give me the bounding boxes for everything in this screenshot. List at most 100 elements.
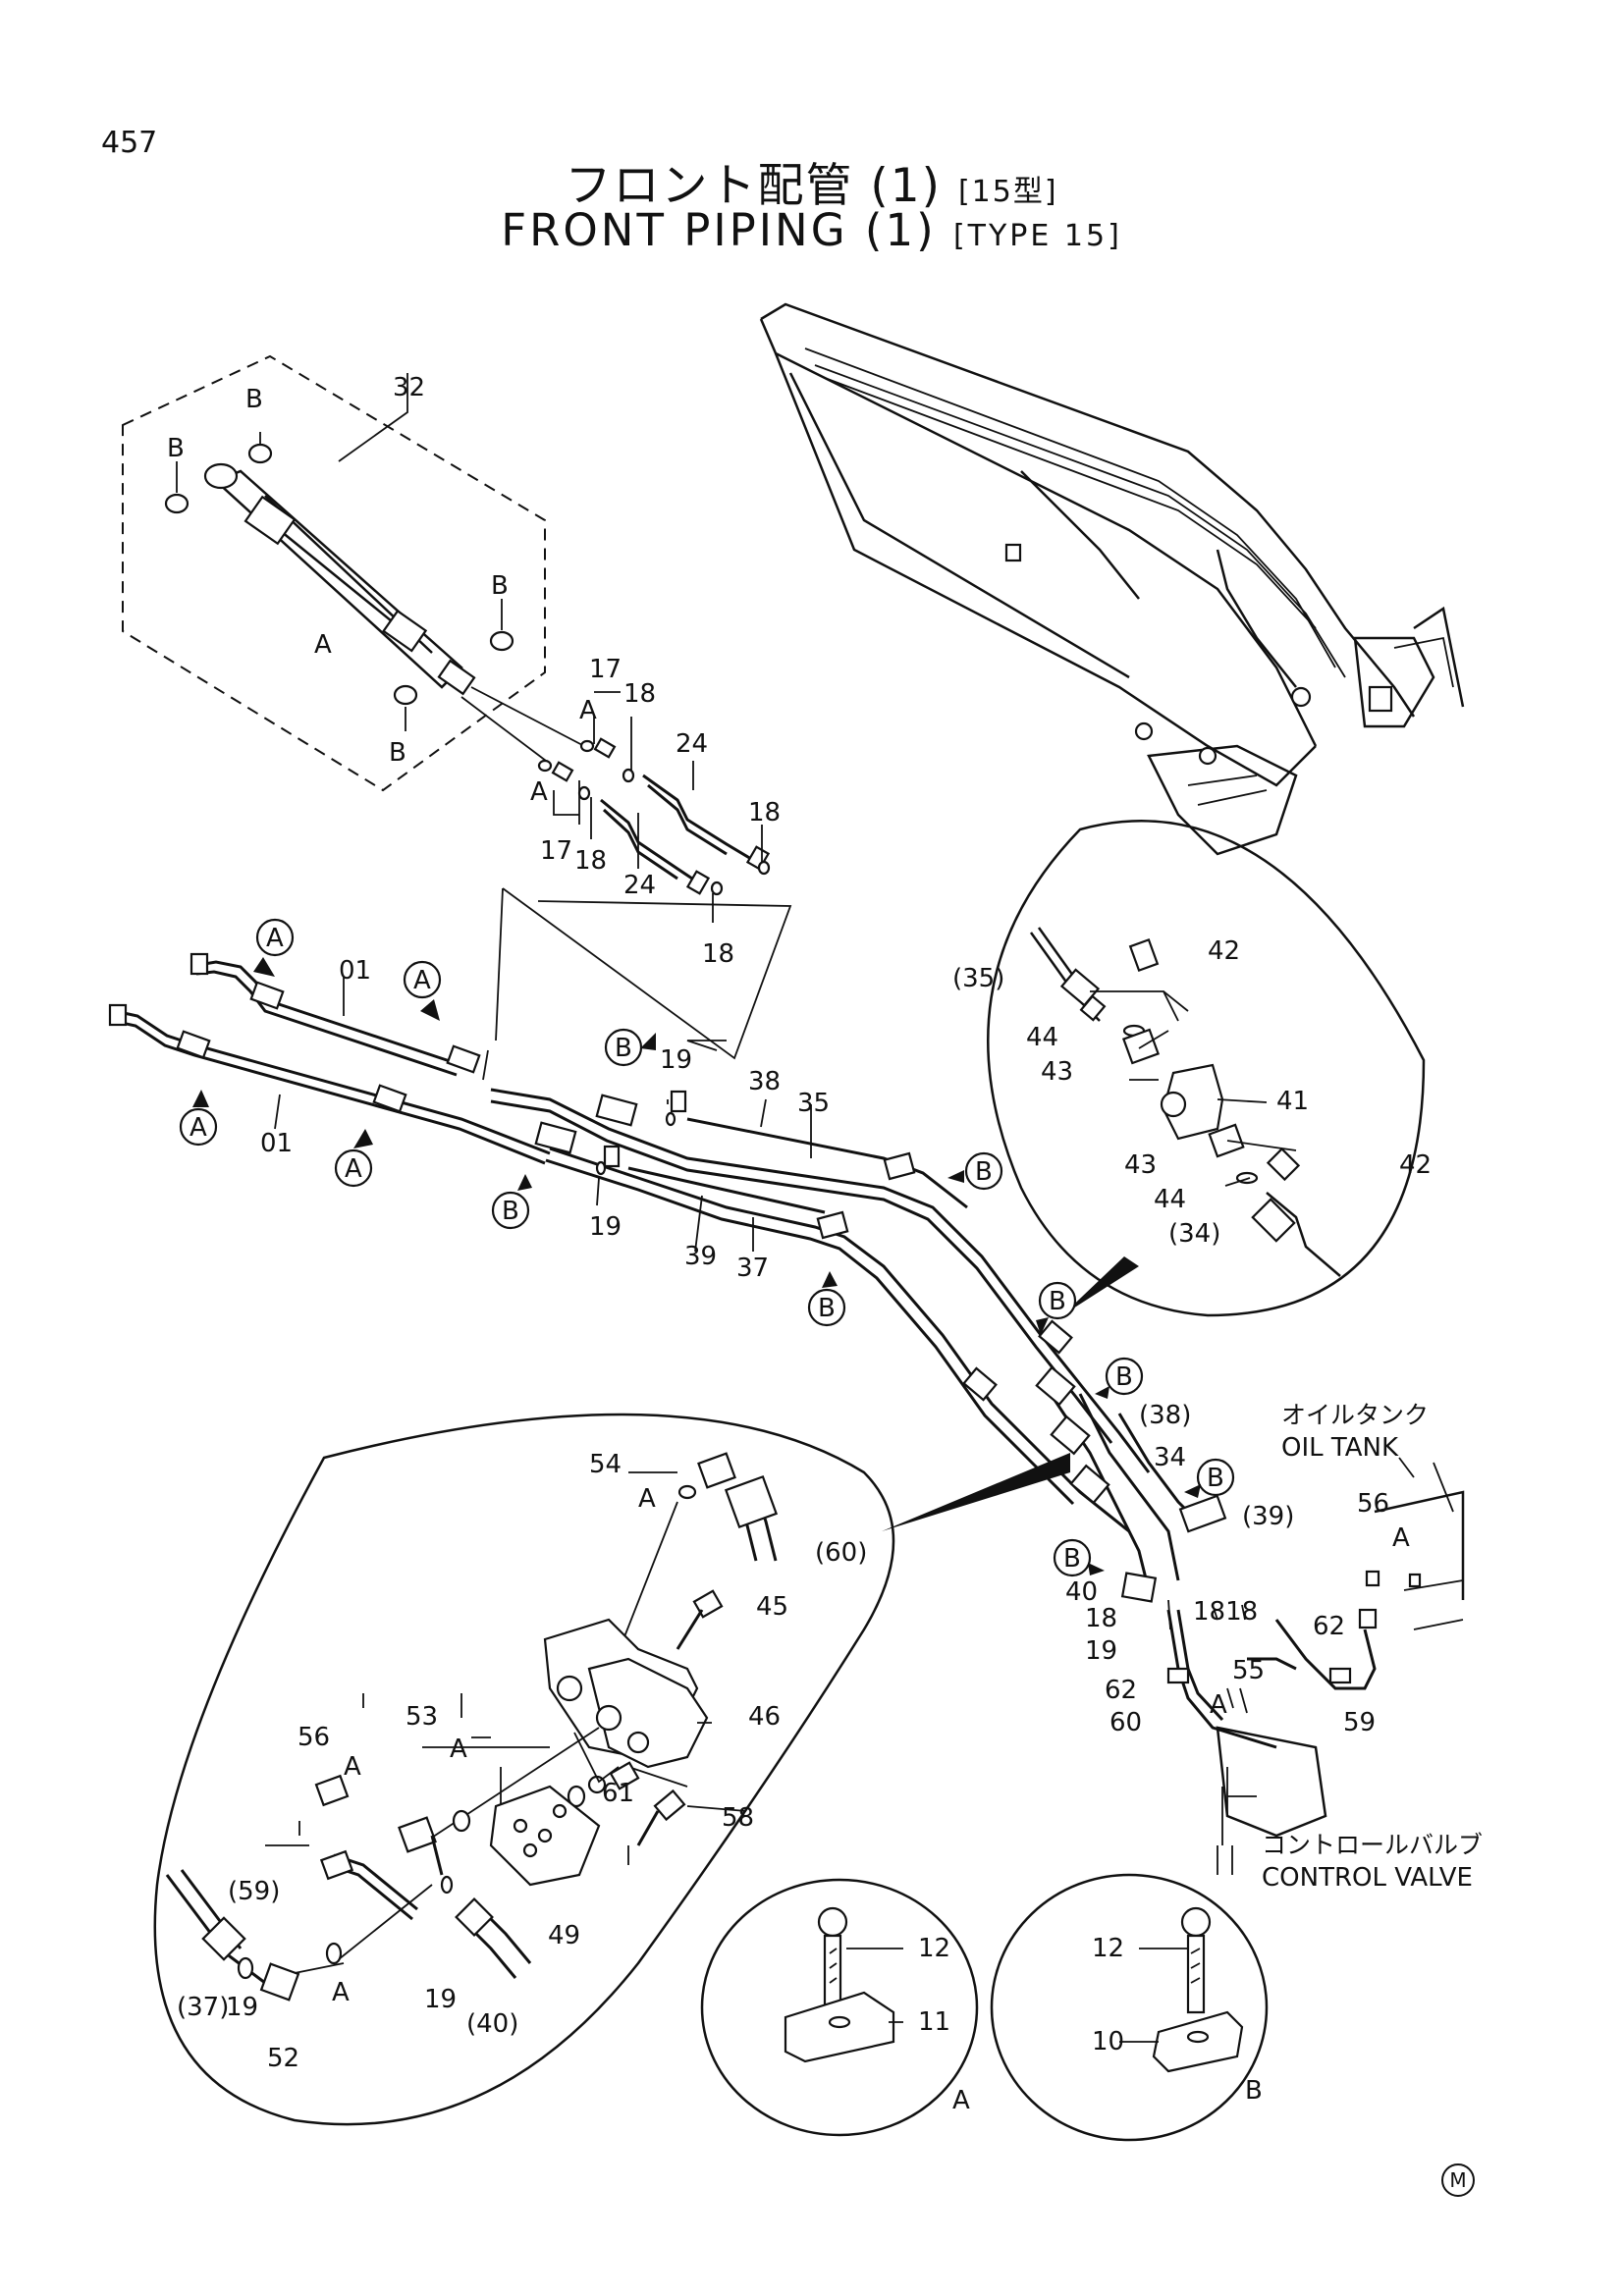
svg-text:B: B (1049, 1287, 1066, 1316)
fittings-17-18-24 (537, 691, 771, 923)
callout: 39 (684, 1242, 717, 1271)
callout: 24 (623, 871, 656, 900)
callout: A (1210, 1690, 1227, 1720)
svg-text:B: B (1207, 1464, 1224, 1493)
control-valve-en: CONTROL VALVE (1262, 1863, 1473, 1893)
callout: 43 (1124, 1150, 1157, 1180)
callout: 58 (722, 1803, 754, 1833)
callout: 54 (589, 1450, 622, 1479)
callout: (37) (177, 1993, 229, 2022)
callout: 19 (660, 1045, 692, 1075)
callout: 18 (748, 798, 781, 828)
svg-text:A: A (413, 966, 431, 995)
callout: B (491, 571, 509, 601)
marker-b: B (1196, 1458, 1235, 1497)
callout: 18 (574, 846, 607, 876)
callout: 17 (589, 655, 622, 684)
callout: 11 (918, 2007, 950, 2037)
callout: A (314, 630, 332, 660)
callout: (34) (1168, 1219, 1220, 1249)
callout: 19 (1085, 1636, 1117, 1666)
callout: (59) (228, 1877, 280, 1906)
svg-text:B: B (502, 1197, 519, 1226)
oil-tank-en: OIL TANK (1281, 1433, 1399, 1463)
callout: 42 (1399, 1150, 1432, 1180)
callout: (40) (466, 2009, 518, 2039)
title-jp-text: フロント配管 (1) (565, 159, 942, 213)
detail-41-block (987, 820, 1426, 1317)
callout: (60) (815, 1538, 867, 1568)
marker-b: B (491, 1191, 530, 1230)
svg-text:B: B (975, 1157, 993, 1187)
title-en-type: [TYPE 15] (952, 219, 1122, 253)
callout: 56 (1357, 1489, 1389, 1519)
title-jp-type: [15型] (957, 175, 1058, 209)
callout: 10 (1092, 2027, 1124, 2056)
callout-labels: 32 B B B B A 17 A 18 24 18 A 17 18 24 18… (167, 373, 1483, 2115)
callout: 19 (226, 1993, 258, 2022)
callout: A (450, 1735, 467, 1764)
callout: 19 (589, 1212, 622, 1242)
marker-b: B (1105, 1357, 1144, 1396)
callout: 62 (1105, 1676, 1137, 1705)
callout: 17 (540, 836, 572, 866)
detail-b-label: B (1245, 2076, 1263, 2106)
callout: 19 (424, 1985, 457, 2014)
marker-a: A (403, 960, 442, 999)
marker-b: B (1038, 1281, 1077, 1320)
detail-b (990, 1873, 1269, 2142)
callout: A (1392, 1523, 1410, 1553)
control-valve-jp: コントロールバルブ (1262, 1831, 1483, 1859)
reference-frame (482, 887, 792, 1081)
callout: 18 (1085, 1604, 1117, 1633)
callout: 18 (623, 679, 656, 709)
hoses-to-control-valve (1035, 1365, 1465, 1875)
callout: (39) (1242, 1502, 1294, 1531)
callout: A (638, 1484, 656, 1514)
callout: 45 (756, 1592, 788, 1622)
detail-valve-block (153, 1413, 1070, 2126)
callout: 12 (918, 1934, 950, 1963)
callout: 12 (1092, 1934, 1124, 1963)
callout: 59 (1343, 1708, 1376, 1737)
svg-text:A: A (345, 1154, 362, 1184)
marker-b: B (1053, 1538, 1092, 1577)
marker-b: B (604, 1028, 643, 1067)
cylinder-assembly (122, 354, 585, 792)
callout: A (530, 777, 548, 807)
callout: B (245, 385, 263, 414)
oil-tank-jp: オイルタンク (1281, 1401, 1429, 1429)
callout: 61 (602, 1779, 634, 1808)
marker-a: A (334, 1148, 373, 1188)
svg-text:B: B (615, 1034, 632, 1063)
title-japanese: フロント配管 (1) [15型] (0, 147, 1623, 215)
callout: 44 (1154, 1185, 1186, 1214)
detail-a (700, 1878, 979, 2137)
callout: B (167, 434, 185, 463)
pipes-01 (108, 952, 551, 1165)
callout: 35 (797, 1089, 830, 1118)
svg-text:B: B (1063, 1544, 1081, 1574)
callout: 60 (1109, 1708, 1142, 1737)
callout: 55 (1232, 1656, 1265, 1685)
footer-mark: M (1441, 2163, 1475, 2197)
callout: 41 (1276, 1087, 1309, 1116)
callout: A (344, 1752, 361, 1782)
callout: 18 (702, 939, 734, 969)
marker-b: B (807, 1288, 846, 1327)
callout: 44 (1026, 1023, 1058, 1052)
callout: (35) (952, 964, 1004, 993)
svg-text:B: B (1115, 1362, 1133, 1392)
callout: 43 (1041, 1057, 1073, 1087)
svg-text:A: A (266, 924, 284, 953)
callout: 32 (393, 373, 425, 402)
callout: 1818 (1193, 1597, 1258, 1627)
callout: (38) (1139, 1401, 1191, 1430)
callout: A (579, 696, 597, 725)
callout: 38 (748, 1067, 781, 1096)
callout: 37 (736, 1254, 769, 1283)
callout: 24 (676, 729, 708, 759)
callout: 46 (748, 1702, 781, 1732)
callout: 52 (267, 2044, 299, 2073)
